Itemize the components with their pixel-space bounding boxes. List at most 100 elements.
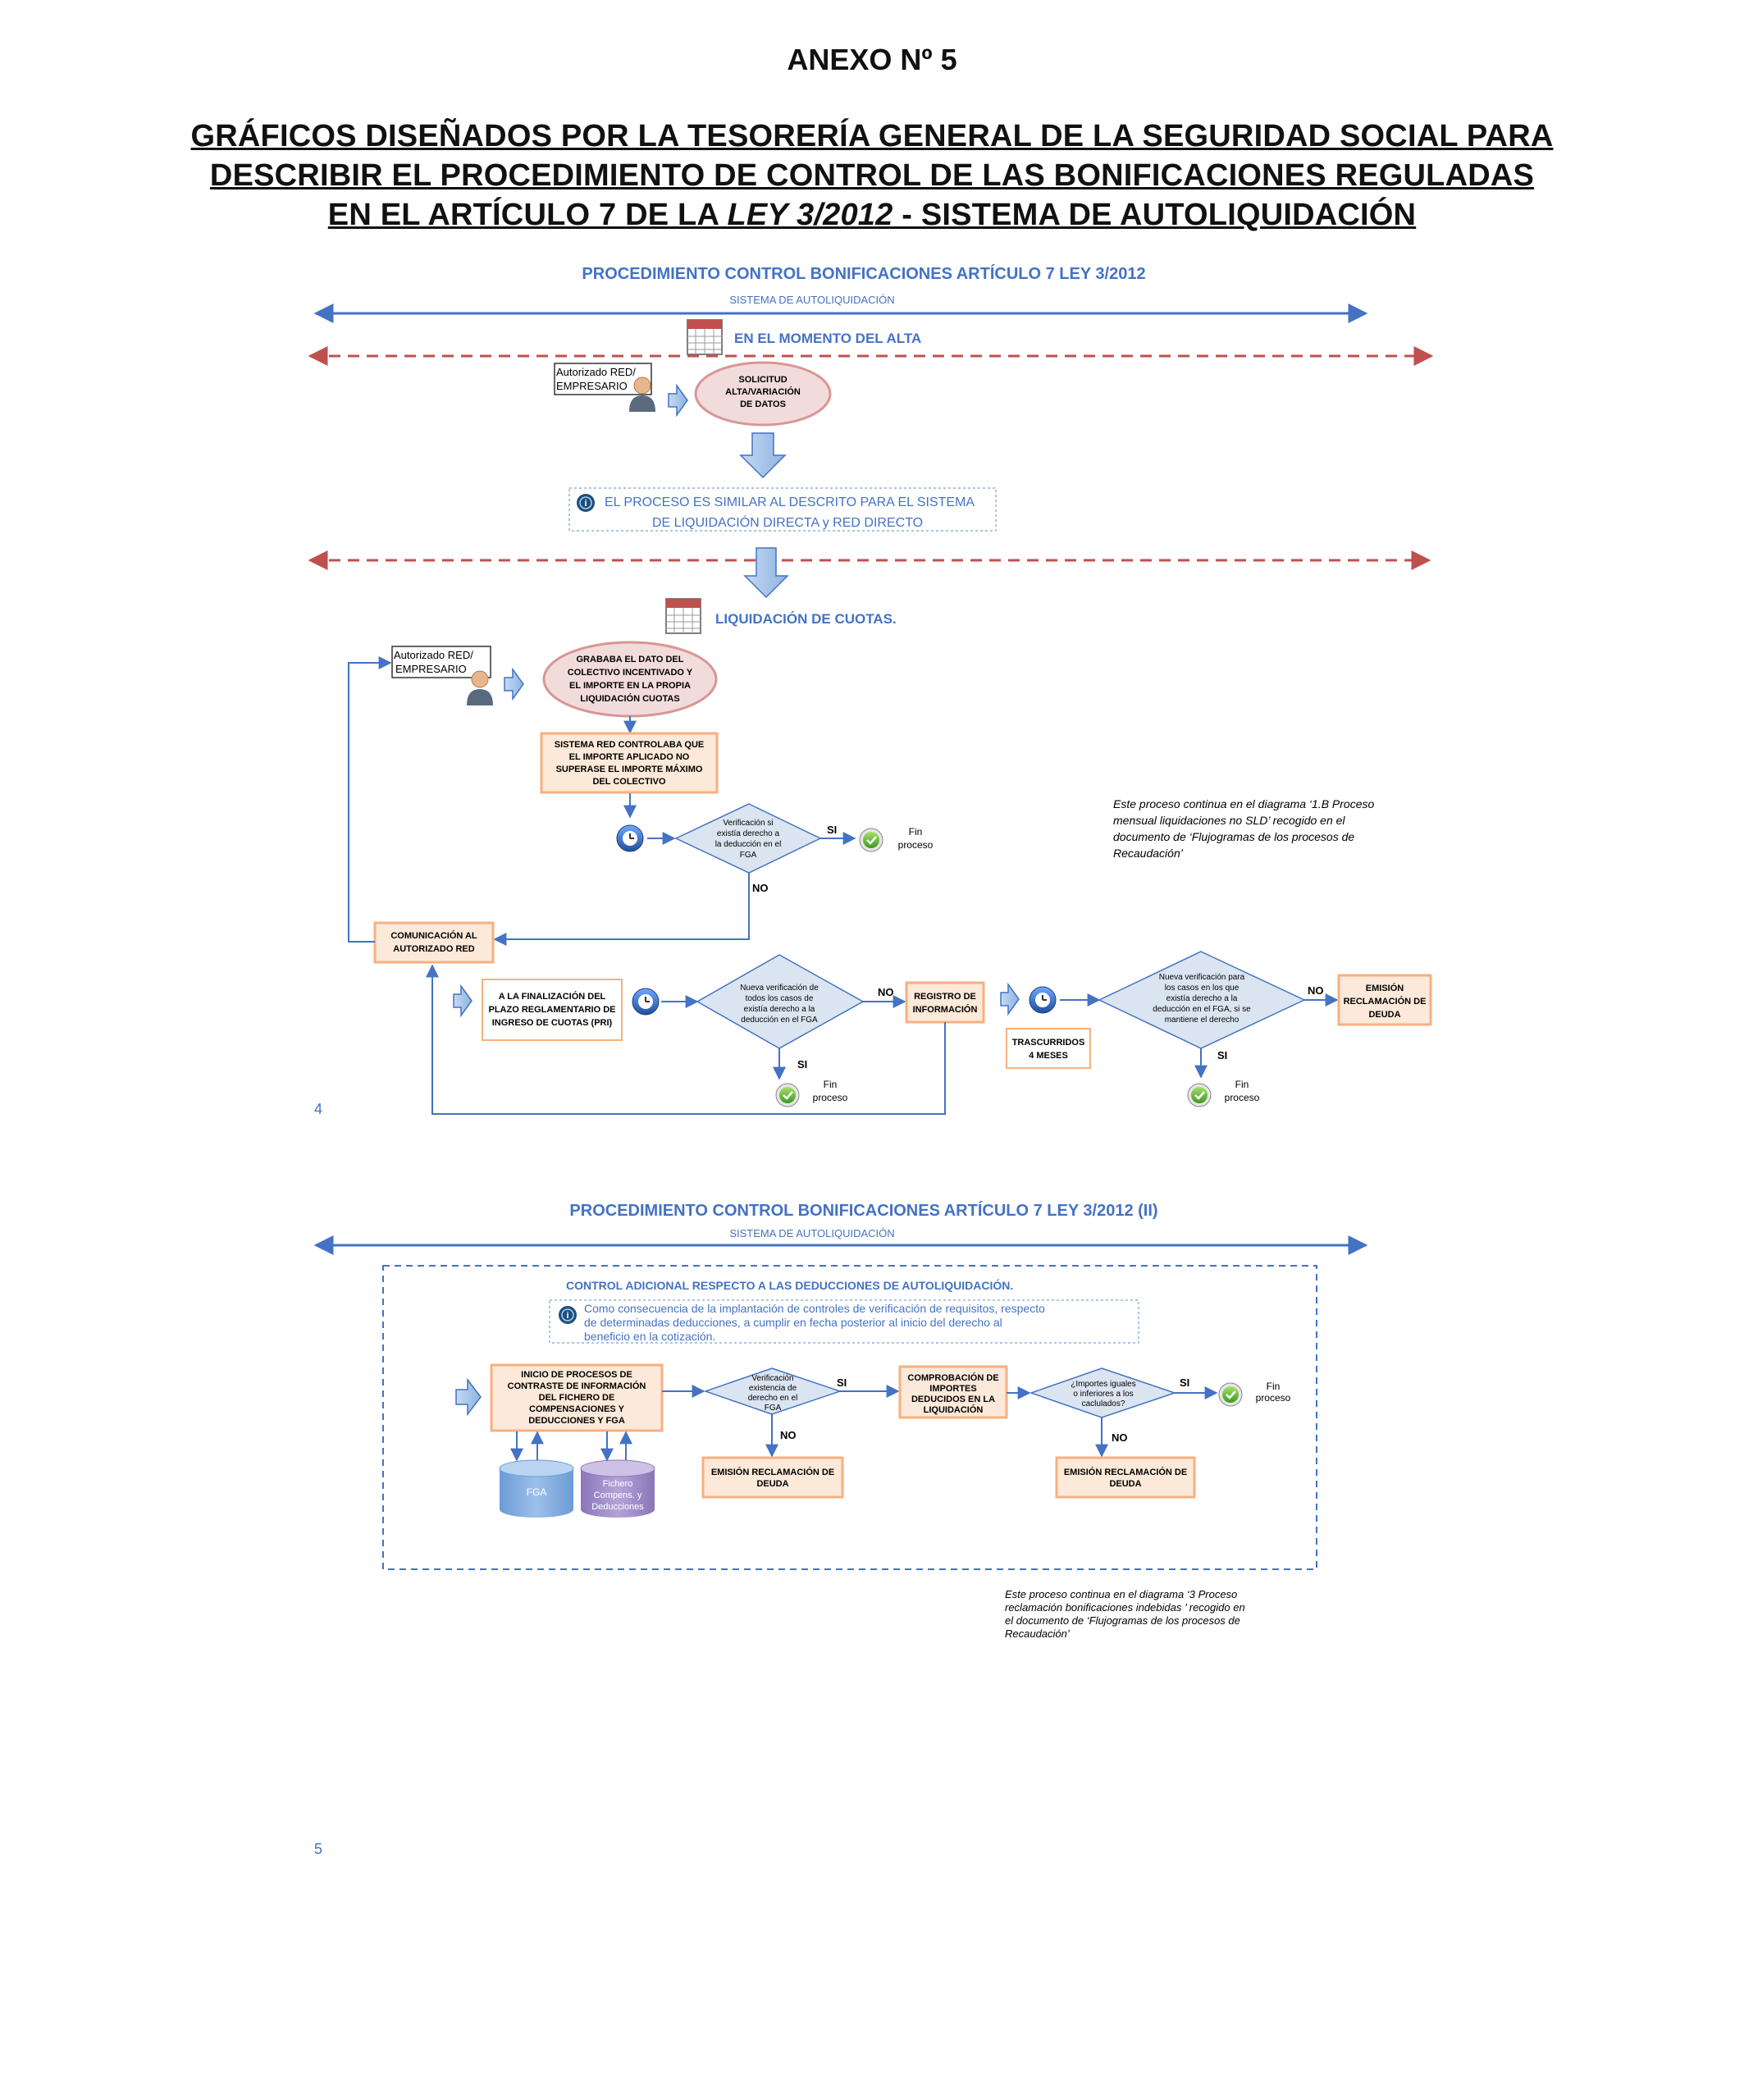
end-process-2-line1: Fin (824, 1079, 838, 1090)
end-process-3-line2: proceso (1225, 1092, 1260, 1103)
decision-2-line1: Nueva verificación de (740, 984, 819, 993)
fee-settlement-label: LIQUIDACIÓN DE CUOTAS. (715, 611, 897, 627)
decision-3-line1: Nueva verificación para (1159, 973, 1245, 982)
registration-request-line3: DE DATOS (740, 399, 786, 409)
debt-claim-box-a (701, 1456, 844, 1499)
communication-line1: COMUNICACIÓN AL (390, 930, 477, 941)
decision-a-line1: Verificación (751, 1374, 793, 1383)
end-process-4-line1: Fin (1267, 1381, 1281, 1392)
start-contrast-box (490, 1363, 664, 1432)
end-of-period-line1: A LA FINALIZACIÓN DEL (499, 991, 606, 1002)
no-label: NO (752, 882, 769, 894)
information-record-line1: REGISTRO DE (914, 992, 976, 1002)
start-contrast-line5: DEDUCCIONES Y FGA (528, 1416, 625, 1426)
calendar-icon-2 (665, 598, 701, 634)
decision-a-line2: existencia de (749, 1384, 797, 1393)
four-months-line1: TRASCURRIDOS (1012, 1038, 1085, 1048)
continuation-note-1-line3: documento de ‘Flujogramas de los proceso… (1113, 830, 1354, 843)
start-contrast-line3: DEL FICHERO DE (539, 1393, 615, 1403)
info-note-box (568, 487, 997, 532)
info-note-2-line3: beneficio en la cotización. (584, 1330, 715, 1343)
check-icon-4 (1218, 1382, 1243, 1407)
record-data-line4: LIQUIDACIÓN CUOTAS (580, 693, 679, 704)
diagram-1-subtitle: SISTEMA DE AUTOLIQUIDACIÓN (729, 294, 894, 306)
continuation-note-2-line1: Este proceso continua en el diagrama ‘3 … (1005, 1588, 1237, 1600)
continuation-note-2-line4: Recaudación’ (1005, 1628, 1071, 1640)
decision-1-line3: la deducción en el (715, 840, 782, 849)
end-process-1-line2: proceso (898, 839, 934, 851)
red-system-control-line2: EL IMPORTE APLICADO NO (569, 752, 690, 762)
no-label-a: NO (780, 1429, 797, 1441)
connector-no (493, 873, 750, 946)
deductions-file-line1: Fichero (603, 1479, 633, 1489)
yes-label: SI (827, 824, 837, 836)
start-contrast-line2: CONTRASTE DE INFORMACIÓN (508, 1381, 646, 1391)
continuation-note-1-line4: Recaudación’ (1113, 847, 1184, 860)
page-number-2: 5 (314, 1841, 322, 1857)
amount-check-line1: COMPROBACIÓN DE (907, 1372, 998, 1383)
title-prefix: EN EL ARTÍCULO 7 DE LA (327, 198, 728, 232)
end-of-period-line3: INGRESO DE CUOTAS (PRI) (492, 1018, 613, 1028)
continuation-note-1-line1: Este proceso continua en el diagrama ‘1.… (1113, 797, 1375, 810)
registration-request-ellipse (694, 361, 832, 427)
debt-claim-b-line2: DEUDA (1109, 1479, 1141, 1489)
information-record-line2: INFORMACIÓN (913, 1004, 978, 1015)
info-note-line2: DE LIQUIDACIÓN DIRECTA y RED DIRECTO (652, 514, 923, 530)
information-record-box (905, 981, 985, 1024)
record-data-ellipse (542, 641, 718, 718)
moment-of-registration-label: EN EL MOMENTO DEL ALTA (734, 331, 921, 346)
end-process-3-line1: Fin (1235, 1079, 1249, 1090)
svg-text:i: i (584, 499, 587, 509)
no-label-3: NO (1308, 984, 1324, 997)
deductions-file-database (580, 1459, 655, 1518)
additional-control-label: CONTROL ADICIONAL RESPECTO A LAS DEDUCCI… (566, 1278, 1013, 1292)
user-icon-2 (467, 670, 493, 705)
diagram-2-title: PROCEDIMIENTO CONTROL BONIFICACIONES ART… (569, 1201, 1157, 1220)
user-icon (629, 377, 655, 412)
block-arrow-right-5 (455, 1377, 482, 1417)
registration-request-line1: SOLICITUD (738, 375, 787, 385)
record-data-line2: COLECTIVO INCENTIVADO Y (568, 668, 693, 678)
decision-2-line3: existía derecho a la (744, 1005, 815, 1014)
amount-check-line2: IMPORTES (929, 1384, 976, 1394)
red-system-control-line4: DEL COLECTIVO (592, 777, 665, 787)
info-note-2-line1: Como consecuencia de la implantación de … (584, 1302, 1045, 1315)
debt-claim-a-line1: EMISIÓN RECLAMACIÓN DE (711, 1467, 834, 1477)
actor-box-2-line2: EMPRESARIO (395, 663, 467, 675)
debt-claim-box (1337, 974, 1432, 1026)
check-icon-3 (1187, 1083, 1212, 1107)
fga-database (499, 1459, 574, 1518)
decision-2-line4: deducción en el FGA (741, 1016, 818, 1025)
title-suffix: - SISTEMA DE AUTOLIQUIDACIÓN (893, 198, 1417, 232)
check-icon-2 (775, 1083, 800, 1107)
no-label-b: NO (1112, 1431, 1128, 1444)
end-of-period-line2: PLAZO REGLAMENTARIO DE (488, 1005, 615, 1015)
continuation-note-2-line3: el documento de ‘Flujogramas de los proc… (1005, 1614, 1240, 1627)
four-months-line2: 4 MESES (1029, 1051, 1068, 1061)
block-arrow-right (668, 383, 688, 418)
decision-1-line2: existía derecho a (717, 829, 780, 838)
page-title-line-3: EN EL ARTÍCULO 7 DE LA LEY 3/2012 - SIST… (0, 198, 1744, 233)
decision-3-line5: mantiene el derecho (1165, 1016, 1240, 1025)
return-connector (426, 964, 946, 1115)
decision-1-line4: FGA (740, 851, 757, 860)
decision-3-line3: existía derecho a la (1166, 994, 1238, 1003)
decision-3-line4: deducción en el FGA, si se (1153, 1005, 1251, 1014)
block-arrow-right-2 (504, 667, 524, 701)
start-contrast-line1: INICIO DE PROCESOS DE (521, 1370, 632, 1380)
calendar-icon (687, 319, 723, 355)
alarm-clock-icon (616, 824, 644, 852)
actor-box-2-line1: Autorizado RED/ (394, 649, 473, 661)
info-icon-2: i (559, 1306, 577, 1324)
end-process-1-line1: Fin (909, 826, 923, 838)
decision-b-line1: ¿Importes iguales (1071, 1380, 1135, 1389)
block-arrow-down-2 (743, 547, 789, 599)
communication-line2: AUTORIZADO RED (393, 944, 474, 954)
debt-claim-box-b (1055, 1456, 1196, 1499)
decision-b-line3: caclulados? (1082, 1399, 1125, 1408)
block-arrow-right-4 (1000, 982, 1020, 1016)
additional-control-frame (382, 1265, 1317, 1570)
check-icon (859, 828, 883, 852)
debt-claim-line3: DEUDA (1368, 1010, 1400, 1020)
